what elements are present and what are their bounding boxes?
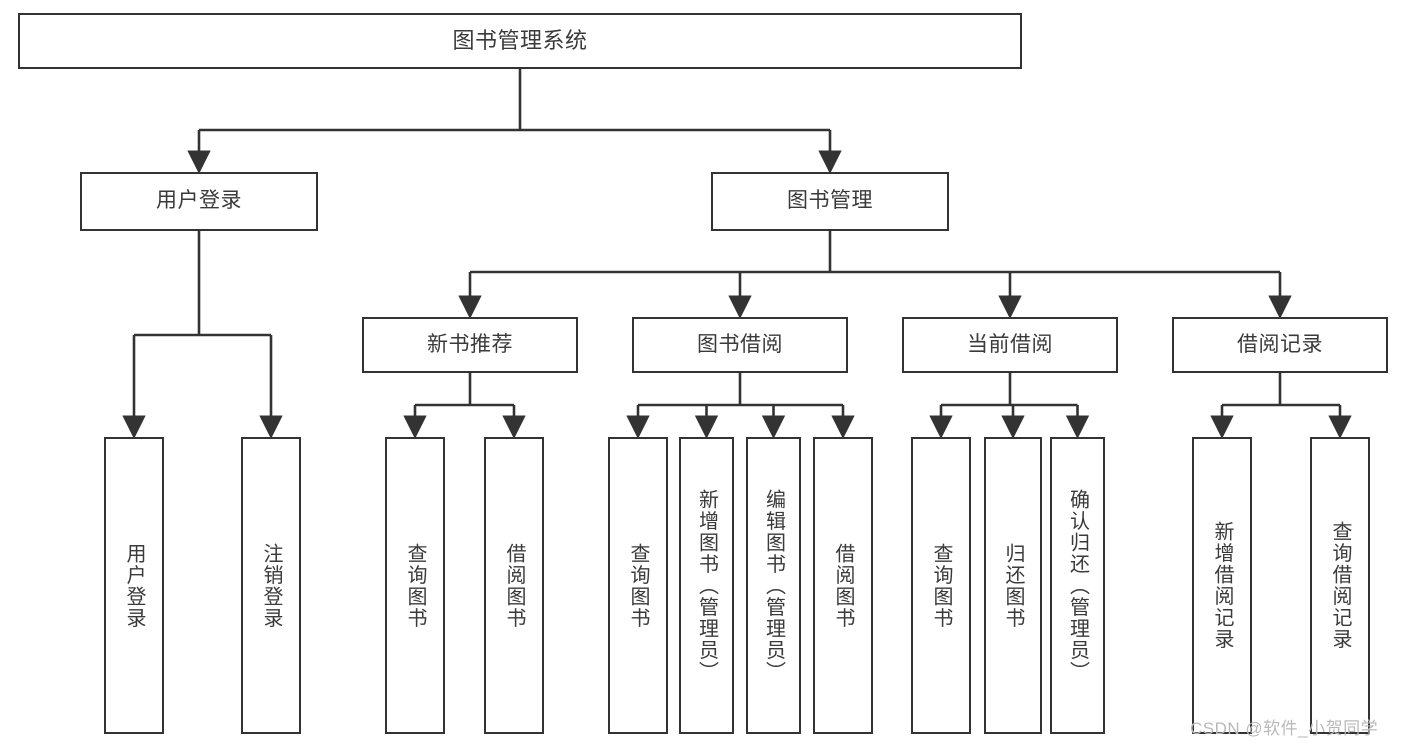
node-label: 编辑图书（管理员） xyxy=(762,488,785,683)
watermark-text: CSDN @软件_小贺同学 xyxy=(1190,719,1379,738)
node-label: 当前借阅 xyxy=(967,332,1053,356)
node-leaf-return-book[interactable]: 归还图书 xyxy=(984,437,1042,734)
node-leaf-query-record[interactable]: 查询借阅记录 xyxy=(1310,437,1370,734)
node-label: 用户登录 xyxy=(123,542,145,629)
node-user-login[interactable]: 用户登录 xyxy=(80,172,318,231)
node-label: 用户登录 xyxy=(156,189,242,213)
node-label: 图书借阅 xyxy=(697,332,783,356)
node-label: 查询借阅记录 xyxy=(1329,521,1351,650)
node-leaf-add-book[interactable]: 新增图书（管理员） xyxy=(679,437,734,734)
node-label: 新增借阅记录 xyxy=(1211,521,1233,650)
node-leaf-edit-book[interactable]: 编辑图书（管理员） xyxy=(746,437,801,734)
node-leaf-query-book-br[interactable]: 查询图书 xyxy=(608,437,668,734)
node-label: 新增图书（管理员） xyxy=(695,488,718,683)
node-label: 查询图书 xyxy=(404,542,426,629)
node-label: 借阅图书 xyxy=(832,542,854,629)
node-leaf-add-record[interactable]: 新增借阅记录 xyxy=(1192,437,1252,734)
node-label: 注销登录 xyxy=(260,542,282,629)
node-book-borrow[interactable]: 图书借阅 xyxy=(632,317,848,373)
node-label: 查询图书 xyxy=(627,542,649,629)
node-leaf-query-book-rec[interactable]: 查询图书 xyxy=(385,437,445,734)
node-label: 查询图书 xyxy=(930,542,952,629)
node-leaf-query-book-cb[interactable]: 查询图书 xyxy=(911,437,971,734)
node-label: 图书管理 xyxy=(787,189,873,213)
node-new-book-rec[interactable]: 新书推荐 xyxy=(362,317,578,373)
node-book-manage[interactable]: 图书管理 xyxy=(711,172,949,231)
node-label: 新书推荐 xyxy=(427,332,513,356)
node-label: 借阅图书 xyxy=(503,542,525,629)
node-borrow-record[interactable]: 借阅记录 xyxy=(1172,317,1388,373)
node-label: 借阅记录 xyxy=(1237,332,1323,356)
node-leaf-logout[interactable]: 注销登录 xyxy=(241,437,301,734)
node-label: 图书管理系统 xyxy=(452,28,588,54)
node-root[interactable]: 图书管理系统 xyxy=(18,13,1022,69)
node-current-borrow[interactable]: 当前借阅 xyxy=(902,317,1118,373)
node-label: 确认归还（管理员） xyxy=(1066,488,1089,683)
node-leaf-user-login[interactable]: 用户登录 xyxy=(104,437,164,734)
node-leaf-borrow-book-rec[interactable]: 借阅图书 xyxy=(484,437,544,734)
node-leaf-borrow-book-br[interactable]: 借阅图书 xyxy=(813,437,873,734)
node-label: 归还图书 xyxy=(1002,542,1024,629)
node-leaf-confirm-return[interactable]: 确认归还（管理员） xyxy=(1050,437,1105,734)
